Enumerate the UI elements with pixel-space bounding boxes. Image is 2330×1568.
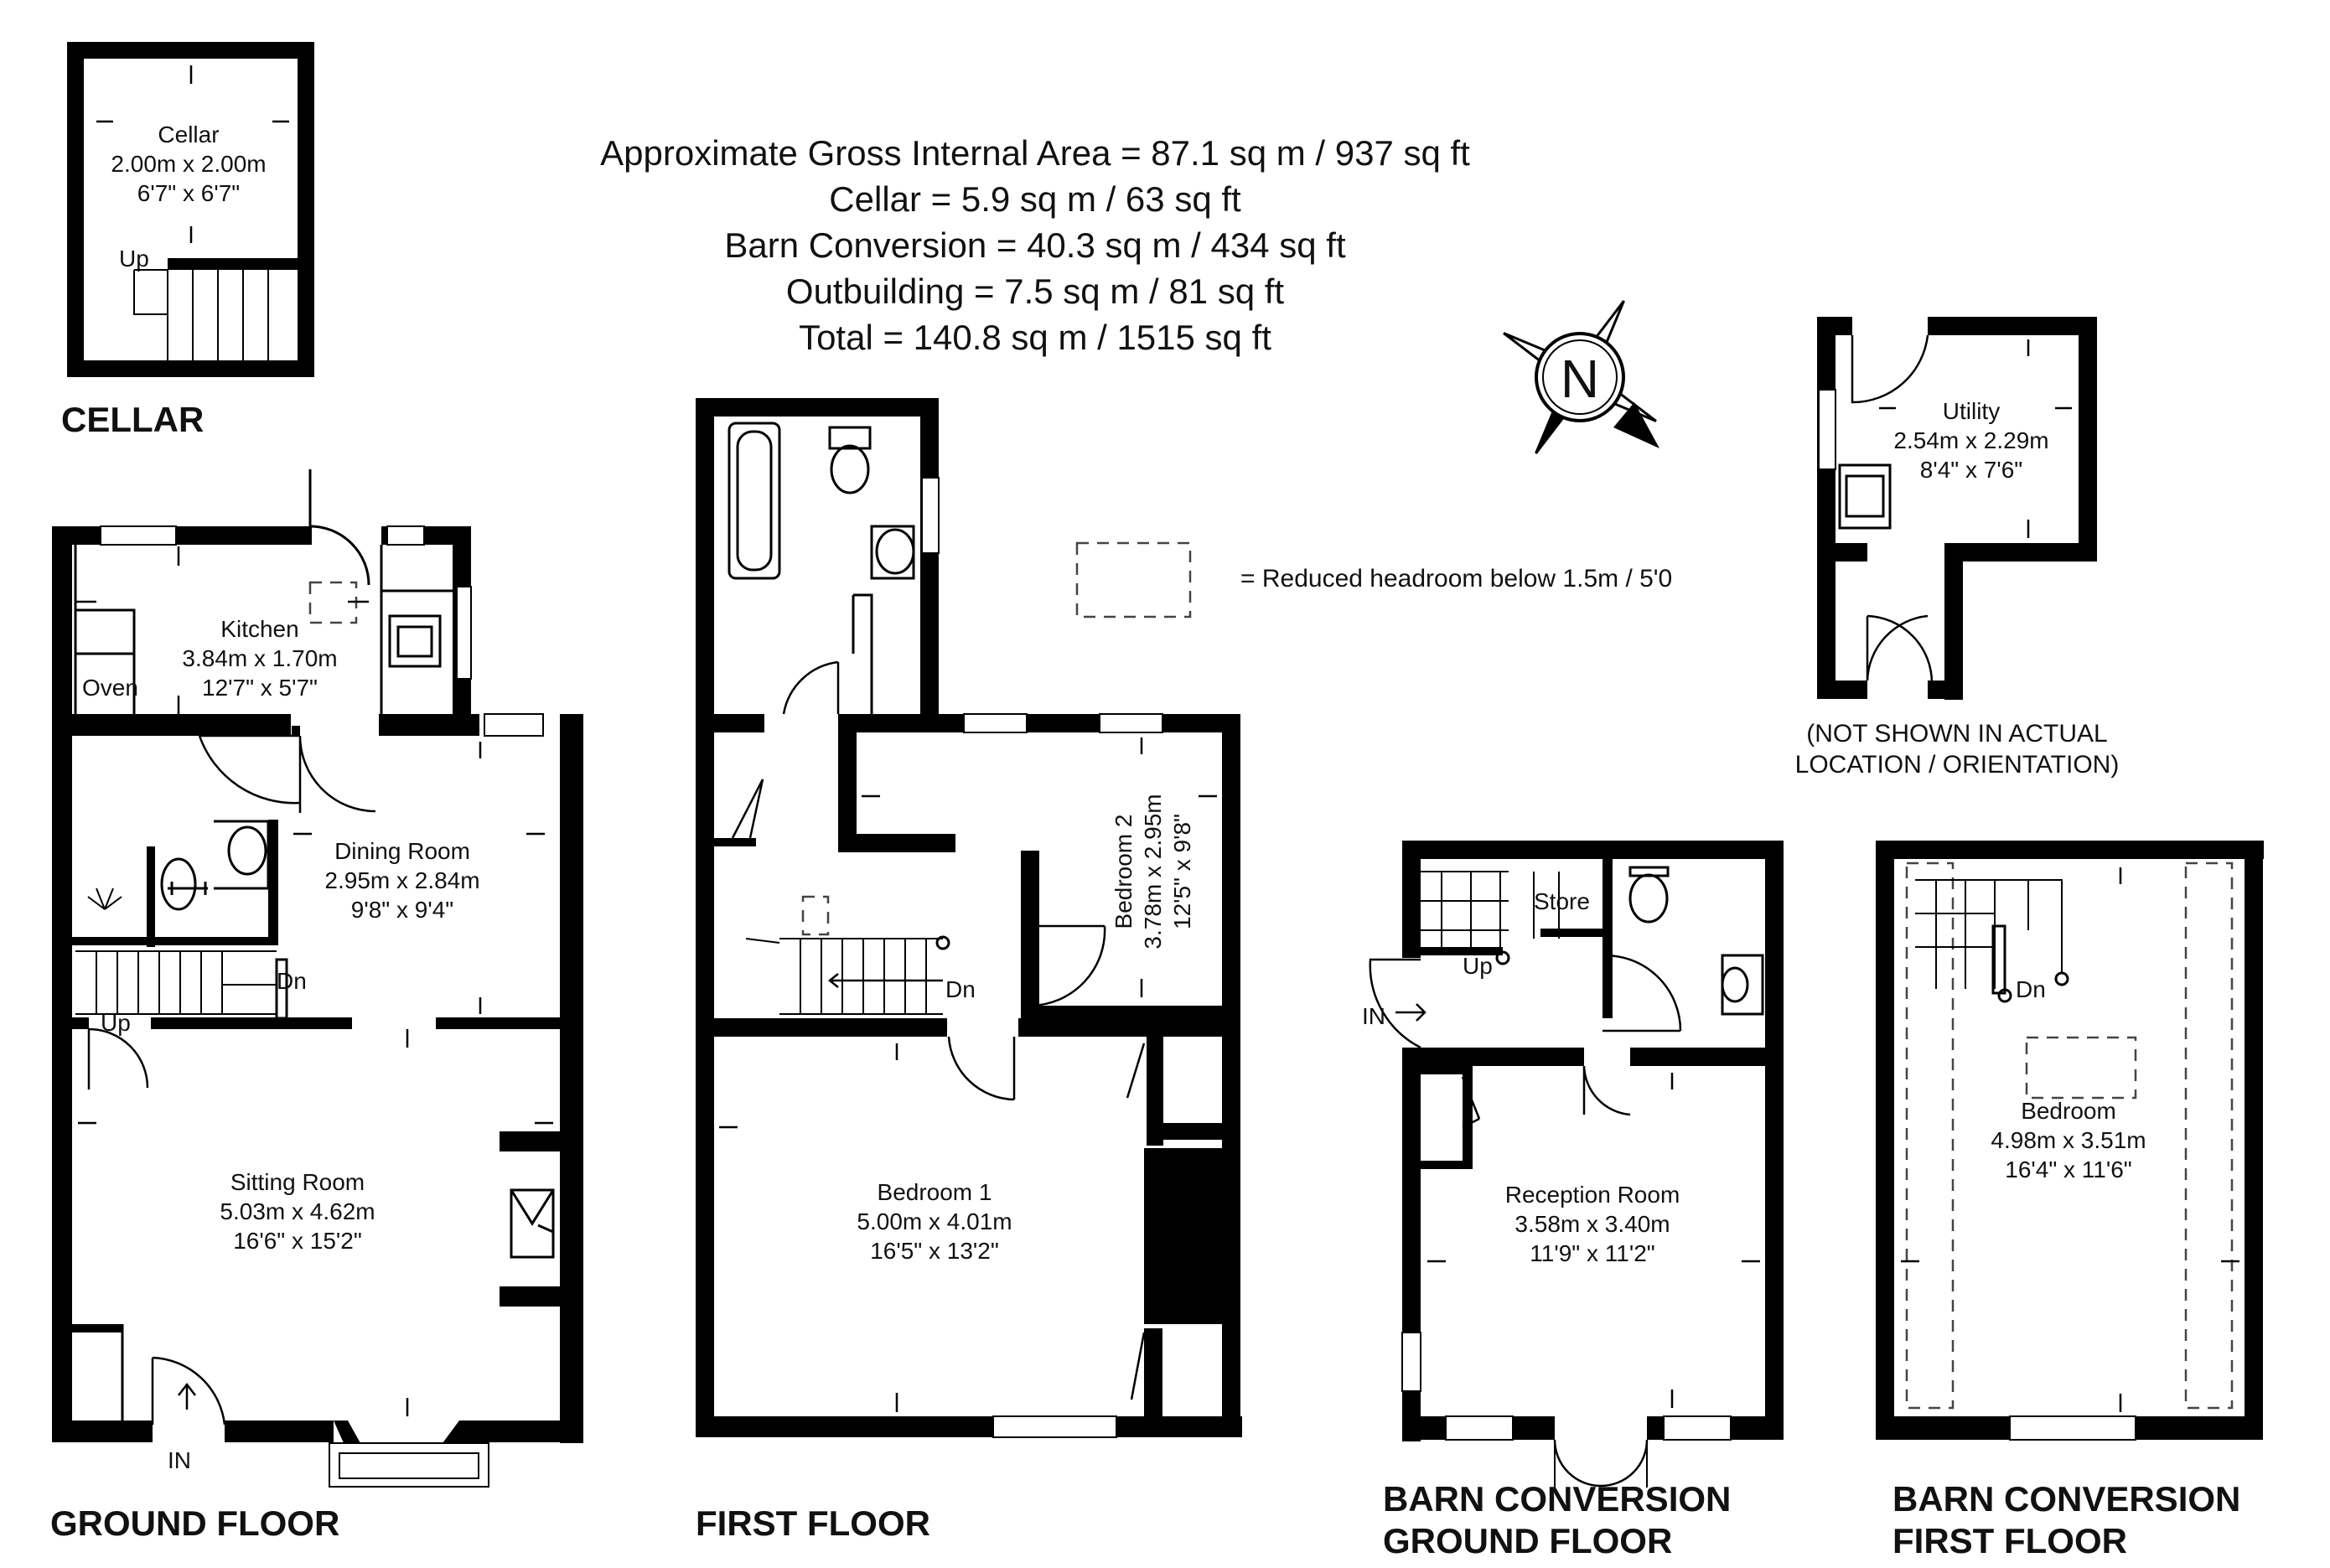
first-floor-title: FIRST FLOOR <box>696 1503 930 1543</box>
barn-bedroom-name: Bedroom <box>2021 1098 2116 1124</box>
bedroom1-name: Bedroom 1 <box>878 1179 992 1205</box>
outbuilding-area-text: Outbuilding = 7.5 sq m / 81 sq ft <box>786 272 1285 311</box>
bedroom2-imperial: 12'5" x 9'8" <box>1169 814 1195 929</box>
reception-name: Reception Room <box>1505 1182 1680 1208</box>
dining-name: Dining Room <box>334 838 470 864</box>
cellar-plan: Cellar 2.00m x 2.00m 6'7" x 6'7" Up CELL… <box>61 42 314 439</box>
kitchen-metric: 3.84m x 1.70m <box>182 645 337 671</box>
gross-area-text: Approximate Gross Internal Area = 87.1 s… <box>600 133 1470 173</box>
barn-up-label: Up <box>1463 953 1493 979</box>
ground-dn-label: Dn <box>277 968 307 994</box>
barn-first-title-2: FIRST FLOOR <box>1892 1521 2127 1560</box>
bedroom1-metric: 5.00m x 4.01m <box>857 1208 1012 1234</box>
compass-north-label: N <box>1561 349 1599 409</box>
cellar-imperial: 6'7" x 6'7" <box>137 180 240 206</box>
cellar-name: Cellar <box>158 122 219 147</box>
barn-store-label: Store <box>1534 888 1590 914</box>
first-dn-label: Dn <box>945 976 976 1002</box>
ground-floor-plan: Kitchen 3.84m x 1.70m 12'7" x 5'7" Oven … <box>50 469 583 1543</box>
bedroom2-metric: 3.78m x 2.95m <box>1140 794 1166 949</box>
total-area-text: Total = 140.8 sq m / 1515 sq ft <box>799 318 1271 357</box>
utility-metric: 2.54m x 2.29m <box>1893 427 2048 453</box>
barn-bedroom-imperial: 16'4" x 11'6" <box>2005 1157 2131 1182</box>
barn-area-text: Barn Conversion = 40.3 sq m / 434 sq ft <box>724 225 1346 265</box>
kitchen-imperial: 12'7" x 5'7" <box>202 675 318 701</box>
dining-imperial: 9'8" x 9'4" <box>351 897 453 923</box>
barn-first-title-1: BARN CONVERSION <box>1892 1479 2240 1519</box>
outbuilding-note-line2: LOCATION / ORIENTATION) <box>1795 751 2120 779</box>
barn-in-label: IN <box>1362 1003 1385 1029</box>
first-floor-plan: Dn Bedroom 1 5.00m x 4.01m 16'5" x 13'2"… <box>696 398 1242 1543</box>
kitchen-name: Kitchen <box>220 616 298 642</box>
cellar-area-text: Cellar = 5.9 sq m / 63 sq ft <box>829 179 1241 219</box>
legend-swatch <box>1075 541 1192 618</box>
compass: N <box>1503 300 1659 454</box>
barn-ground-floor-plan: IN Store Up Reception Room 3.58m x 3.40m… <box>1362 841 1784 1560</box>
reception-imperial: 11'9" x 11'2" <box>1530 1240 1654 1266</box>
oven-label: Oven <box>82 675 138 701</box>
bedroom2-name: Bedroom 2 <box>1111 815 1137 929</box>
barn-bedroom-metric: 4.98m x 3.51m <box>1991 1127 2146 1153</box>
sitting-imperial: 16'6" x 15'2" <box>233 1228 362 1254</box>
reception-metric: 3.58m x 3.40m <box>1514 1211 1670 1237</box>
sitting-name: Sitting Room <box>230 1169 365 1195</box>
utility-imperial: 8'4" x 7'6" <box>1920 457 2022 483</box>
ground-up-label: Up <box>101 1010 131 1036</box>
legend-text: = Reduced headroom below 1.5m / 5'0 <box>1240 565 1672 593</box>
barn-ground-title-2: GROUND FLOOR <box>1383 1521 1672 1560</box>
barn-ground-title-1: BARN CONVERSION <box>1383 1479 1731 1519</box>
area-summary: Approximate Gross Internal Area = 87.1 s… <box>600 133 1470 357</box>
headroom-legend: = Reduced headroom below 1.5m / 5'0 <box>1075 541 1672 618</box>
cellar-up-label: Up <box>119 246 149 272</box>
outbuilding-plan: Utility 2.54m x 2.29m 8'4" x 7'6" (NOT S… <box>1795 317 2120 779</box>
utility-name: Utility <box>1943 398 2000 424</box>
ground-floor-title: GROUND FLOOR <box>50 1503 339 1543</box>
ground-in-label: IN <box>168 1447 191 1473</box>
cellar-metric: 2.00m x 2.00m <box>111 151 266 177</box>
dining-metric: 2.95m x 2.84m <box>324 867 479 893</box>
sitting-metric: 5.03m x 4.62m <box>220 1198 375 1224</box>
barn-first-dn-label: Dn <box>2016 976 2046 1002</box>
bedroom1-imperial: 16'5" x 13'2" <box>870 1238 999 1264</box>
barn-first-floor-plan: Dn Bedroom 4.98m x 3.51m 16'4" x 11'6" B… <box>1876 841 2264 1560</box>
outbuilding-note-line1: (NOT SHOWN IN ACTUAL <box>1806 720 2107 748</box>
cellar-floor-title: CELLAR <box>61 400 204 439</box>
